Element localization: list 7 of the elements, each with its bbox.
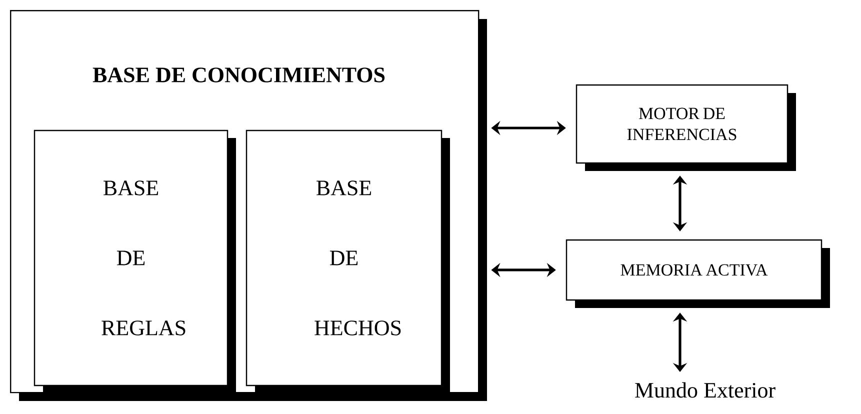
node-label: BASE DE REGLAS: [102, 180, 186, 336]
inner-box: BASE DE REGLAS: [34, 130, 236, 393]
process-box: MEMORIA ACTIVA: [566, 239, 830, 308]
inner-box: BASE DE HECHOS: [246, 130, 450, 393]
process-box: MOTOR DE INFERENCIAS: [576, 84, 796, 171]
node-label: BASE DE HECHOS: [314, 180, 401, 336]
text-label: Mundo Exterior: [635, 382, 776, 398]
